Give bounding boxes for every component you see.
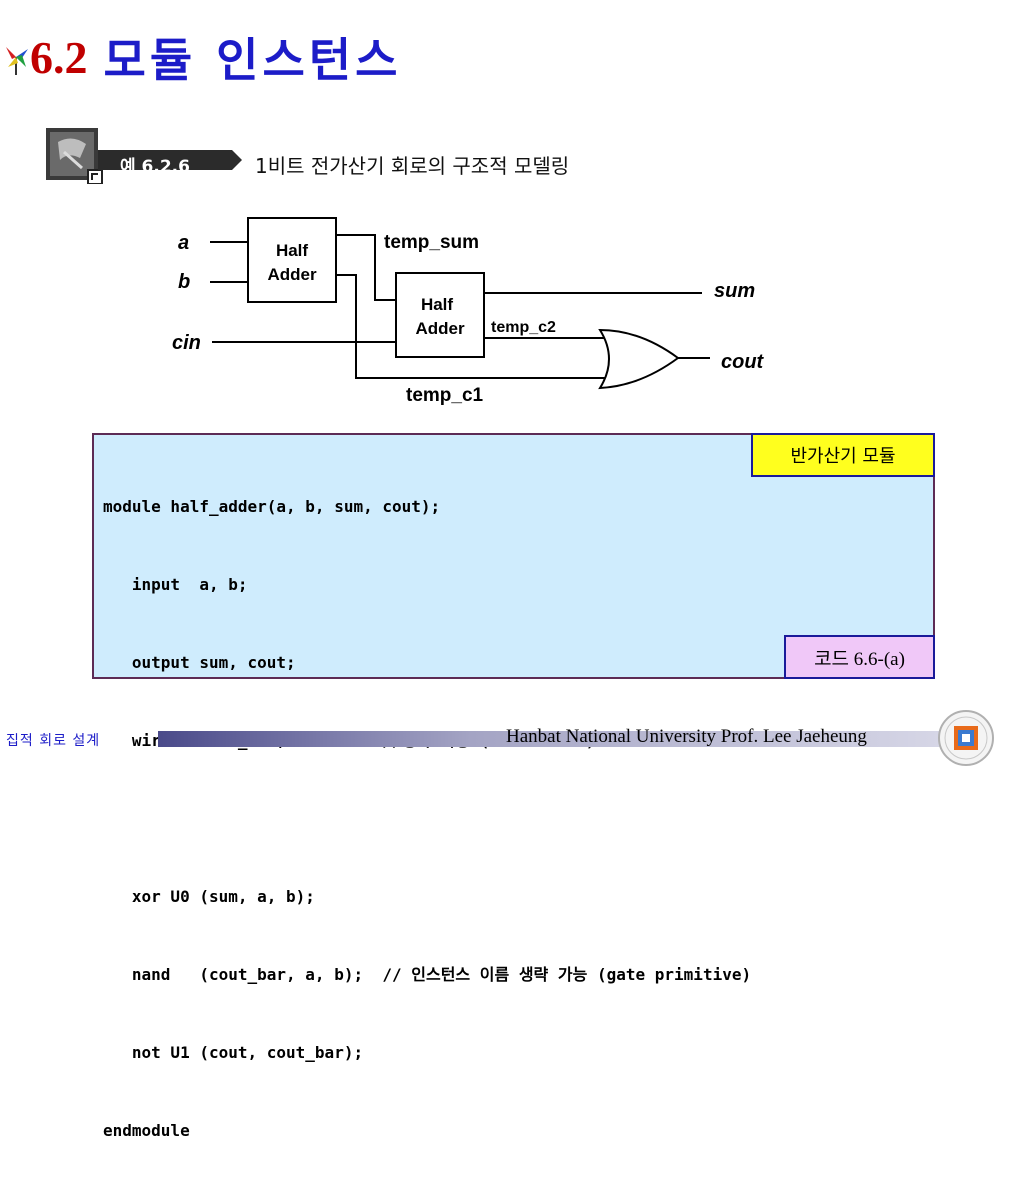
example-title: 1비트 전가산기 회로의 구조적 모델링 [255, 154, 570, 178]
example-label: 예 6.2.6 [120, 157, 190, 177]
page-title: 모듈 인스턴스 [103, 33, 402, 87]
example-banner [46, 128, 242, 184]
footer-course-title: 집적 회로 설계 [6, 733, 101, 749]
section-number: 6.2 [30, 31, 88, 83]
footer-credit: Hanbat National University Prof. Lee Jae… [506, 726, 867, 747]
output-label-cout: cout [721, 351, 765, 373]
wire-temp-sum [336, 234, 396, 301]
or-gate [598, 328, 680, 390]
output-label-sum: sum [714, 280, 755, 302]
code-line: endmodule [103, 1121, 190, 1140]
footer-bar [158, 731, 940, 747]
code-line: module half_adder(a, b, sum, cout); [103, 497, 441, 516]
slide-title: 6.2 모듈 인스턴스 [4, 22, 401, 92]
pinwheel-icon [6, 47, 28, 75]
half-adder-block-1 [247, 217, 337, 303]
code-ref-tag: 코드 6.6-(a) [784, 635, 935, 679]
wire-temp-c1 [336, 274, 610, 379]
half-adder-block-2 [395, 272, 485, 358]
code-line: xor U0 (sum, a, b); [103, 887, 315, 906]
code-line: nand (cout_bar, a, b); // 인스턴스 이름 생략 가능 … [103, 965, 752, 984]
ha2-label-line1: Half [421, 295, 453, 314]
university-logo-icon [938, 710, 994, 766]
module-tag: 반가산기 모듈 [751, 433, 935, 477]
code-lines: module half_adder(a, b, sum, cout); inpu… [103, 442, 751, 1196]
input-label-cin: cin [172, 332, 201, 354]
wire-label-temp-c1: temp_c1 [406, 385, 484, 406]
ha1-label-line2: Adder [267, 265, 317, 284]
input-label-b: b [178, 271, 190, 293]
wire-label-temp-c2: temp_c2 [491, 319, 556, 336]
code-line: not U1 (cout, cout_bar); [103, 1043, 364, 1062]
input-label-a: a [178, 232, 189, 254]
ha2-label-line2: Adder [415, 319, 465, 338]
wire-label-temp-sum: temp_sum [384, 232, 479, 253]
ha1-label-line1: Half [276, 241, 308, 260]
full-adder-diagram: Half Adder Half Adder temp_sum temp_c2 t… [172, 217, 765, 406]
code-line: input a, b; [103, 575, 248, 594]
code-line [103, 806, 751, 832]
code-line: output sum, cout; [103, 653, 296, 672]
